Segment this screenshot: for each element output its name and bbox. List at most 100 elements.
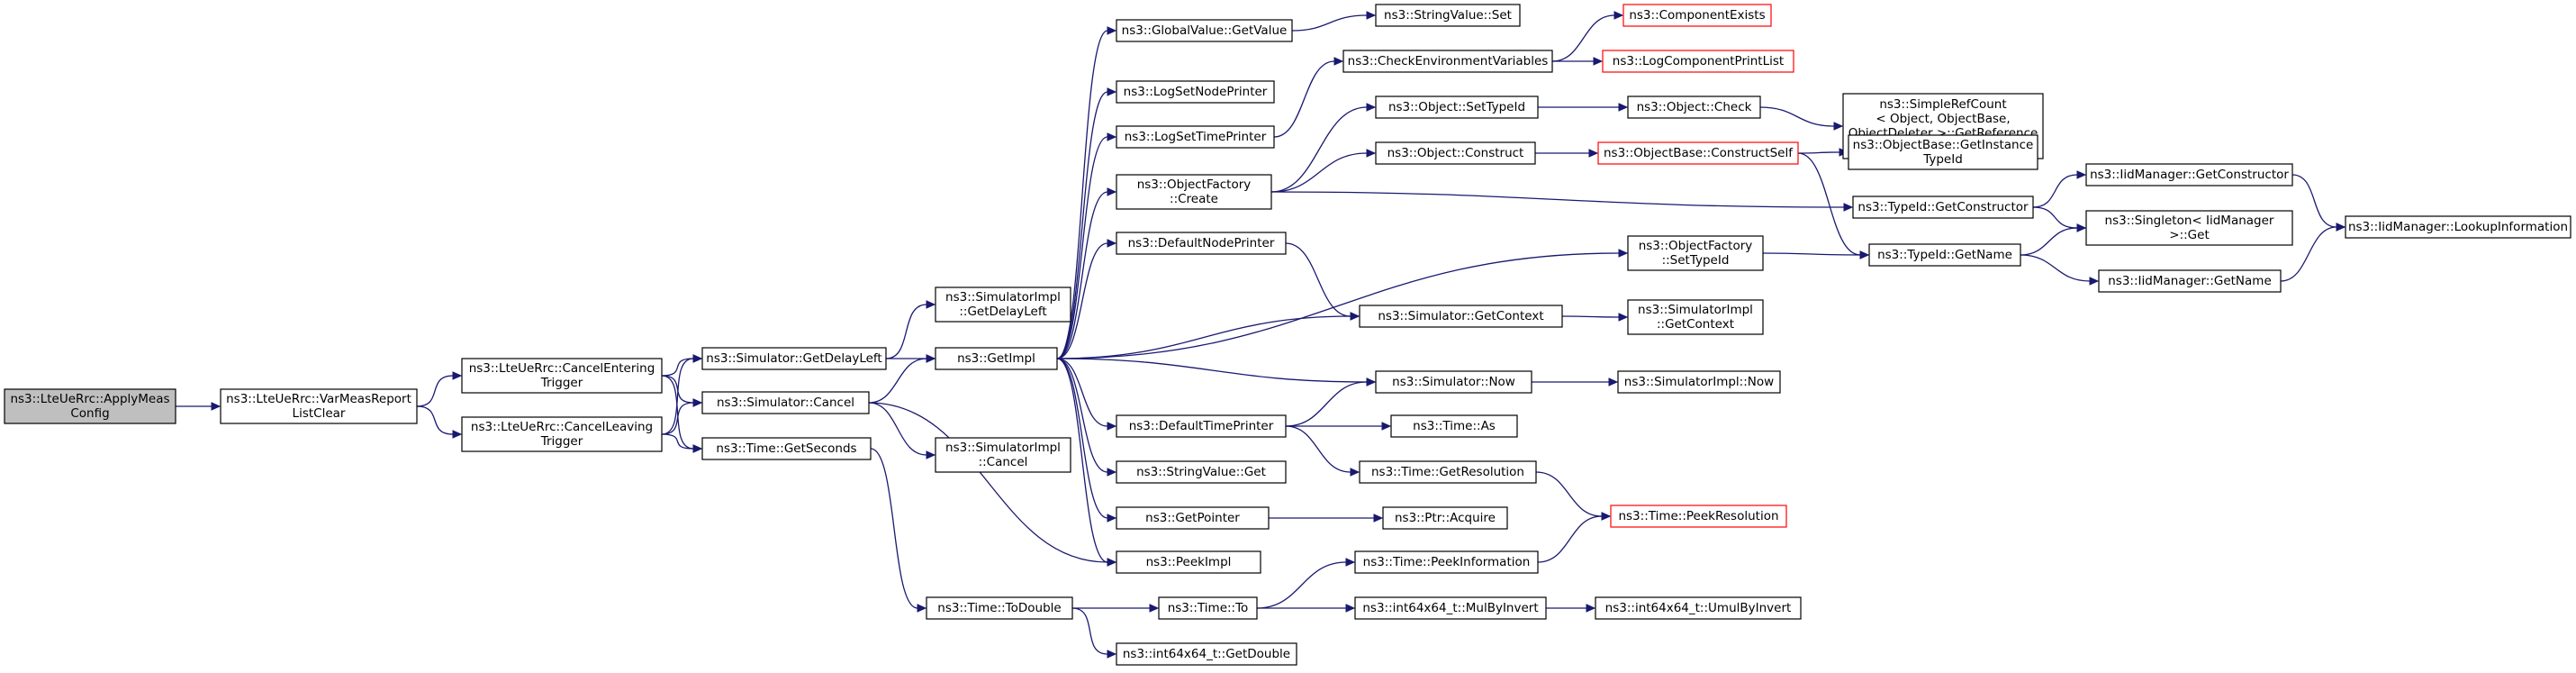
edge-arrowhead	[1107, 422, 1117, 431]
node-box	[926, 596, 1073, 620]
node-getimpl[interactable]: ns3::GetImpl	[935, 347, 1058, 370]
node-objsettypeid[interactable]: ns3::Object::SetTypeId	[1375, 95, 1539, 119]
node-box	[1116, 460, 1287, 484]
edge-line	[1273, 60, 1335, 138]
node-checkenv[interactable]: ns3::CheckEnvironmentVariables	[1342, 50, 1553, 73]
node-box	[461, 416, 663, 452]
node-typeidgetcons[interactable]: ns3::TypeId::GetConstructor	[1852, 196, 2034, 219]
node-label: ns3::StringValue::Set	[1384, 8, 1512, 23]
edge-arrowhead	[2089, 277, 2100, 286]
node-label: ns3::ComponentExists	[1629, 8, 1765, 23]
node-label: ns3::Object::Construct	[1387, 146, 1524, 160]
node-timeas[interactable]: ns3::Time::As	[1390, 414, 1518, 438]
node-iidgetcons[interactable]: ns3::IidManager::GetConstructor	[2085, 163, 2293, 186]
edge-arrowhead	[1593, 57, 1604, 66]
call-edge	[175, 402, 221, 411]
node-simcancel[interactable]: ns3::Simulator::Cancel	[701, 391, 870, 414]
edge-line	[1270, 191, 1845, 208]
node-box	[461, 358, 663, 394]
node-singleton[interactable]: ns3::Singleton< IidManager>::Get	[2085, 210, 2293, 246]
node-typeidgetname[interactable]: ns3::TypeId::GetName	[1868, 243, 2021, 267]
call-edge	[661, 375, 703, 453]
edge-line	[1056, 30, 1108, 359]
node-implgetcontext[interactable]: ns3::SimulatorImpl::GetContext	[1627, 299, 1764, 335]
node-lognode[interactable]: ns3::LogSetNodePrinter	[1116, 80, 1275, 104]
node-logcompprint[interactable]: ns3::LogComponentPrintList	[1602, 50, 1794, 73]
node-strvalset[interactable]: ns3::StringValue::Set	[1375, 4, 1521, 27]
node-globalvalue[interactable]: ns3::GlobalValue::GetValue	[1116, 19, 1293, 42]
edge-line	[1285, 242, 1351, 317]
node-umulbyinvert[interactable]: ns3::int64x64_t::UmulByInvert	[1595, 596, 1802, 620]
node-label: ns3::SimpleRefCount	[1879, 97, 2006, 112]
node-deftimeprinter[interactable]: ns3::DefaultTimePrinter	[1116, 414, 1287, 438]
node-timeto[interactable]: ns3::Time::To	[1158, 596, 1258, 620]
node-iidgetname[interactable]: ns3::IidManager::GetName	[2098, 269, 2282, 293]
edge-line	[1056, 252, 1620, 359]
call-edge	[1285, 425, 1360, 477]
node-label: Config	[70, 406, 109, 421]
node-todouble[interactable]: ns3::Time::ToDouble	[926, 596, 1073, 620]
node-constructself[interactable]: ns3::ObjectBase::ConstructSelf	[1597, 141, 1799, 165]
node-box	[2345, 215, 2571, 239]
edge-arrowhead	[1608, 377, 1619, 387]
node-peekinfo[interactable]: ns3::Time::PeekInformation	[1354, 550, 1539, 574]
node-objfactcreate[interactable]: ns3::ObjectFactory::Create	[1116, 174, 1272, 210]
node-label: ns3::Simulator::Now	[1392, 375, 1515, 389]
call-edge	[868, 402, 936, 459]
node-getpointer[interactable]: ns3::GetPointer	[1116, 506, 1270, 530]
call-edge	[661, 433, 703, 453]
node-objcheck[interactable]: ns3::Object::Check	[1627, 95, 1761, 119]
node-objconstruct[interactable]: ns3::Object::Construct	[1375, 141, 1536, 165]
node-label: ns3::Ptr::Acquire	[1395, 511, 1496, 525]
node-compexists[interactable]: ns3::ComponentExists	[1622, 4, 1772, 27]
node-simgetcontext[interactable]: ns3::Simulator::GetContext	[1359, 305, 1563, 328]
node-implgetdelay[interactable]: ns3::SimulatorImpl::GetDelayLeft	[935, 286, 1071, 323]
node-box	[1610, 505, 1787, 528]
node-timegetres[interactable]: ns3::Time::GetResolution	[1359, 460, 1537, 484]
node-box	[1597, 141, 1799, 165]
node-simnow[interactable]: ns3::Simulator::Now	[1375, 370, 1532, 394]
node-iidlookup[interactable]: ns3::IidManager::LookupInformation	[2345, 215, 2571, 239]
node-getdelayleft[interactable]: ns3::Simulator::GetDelayLeft	[701, 347, 887, 370]
edge-arrowhead	[1613, 11, 1624, 20]
node-getdouble[interactable]: ns3::int64x64_t::GetDouble	[1116, 642, 1297, 666]
edge-arrowhead	[1381, 422, 1392, 431]
call-edge	[1056, 358, 1117, 567]
call-edge	[1056, 249, 1629, 359]
edge-line	[416, 375, 454, 407]
node-box	[1359, 460, 1537, 484]
node-label: ns3::LogSetNodePrinter	[1124, 85, 1268, 99]
node-label: ns3::Time::PeekResolution	[1618, 509, 1778, 523]
node-ptracquire[interactable]: ns3::Ptr::Acquire	[1382, 506, 1508, 530]
node-implcancel[interactable]: ns3::SimulatorImpl::Cancel	[935, 437, 1071, 473]
edge-line	[1056, 242, 1108, 359]
edge-arrowhead	[2076, 170, 2087, 179]
node-box	[1116, 80, 1275, 104]
node-peekimpl[interactable]: ns3::PeekImpl	[1116, 550, 1261, 574]
edge-line	[416, 405, 454, 435]
node-box	[1354, 550, 1539, 574]
node-box	[1382, 506, 1508, 530]
node-objfactsettypeid[interactable]: ns3::ObjectFactory::SetTypeId	[1627, 235, 1764, 271]
call-edge	[1056, 358, 1117, 477]
call-edge	[1256, 604, 1356, 613]
call-edge	[1561, 313, 1629, 322]
node-strvalget[interactable]: ns3::StringValue::Get	[1116, 460, 1287, 484]
edge-arrowhead	[1586, 604, 1596, 613]
edge-arrowhead	[1149, 604, 1160, 613]
call-nodes: ns3::LteUeRrc::ApplyMeasConfigns3::LteUe…	[4, 4, 2571, 666]
node-peekres[interactable]: ns3::Time::PeekResolution	[1610, 505, 1787, 528]
node-mulbyinvert[interactable]: ns3::int64x64_t::MulByInvert	[1354, 596, 1547, 620]
node-getseconds[interactable]: ns3::Time::GetSeconds	[701, 437, 872, 460]
edge-line	[1797, 152, 1861, 256]
node-box	[1627, 299, 1764, 335]
node-logtime[interactable]: ns3::LogSetTimePrinter	[1116, 125, 1275, 149]
node-box	[2085, 210, 2293, 246]
node-implnow[interactable]: ns3::SimulatorImpl::Now	[1617, 370, 1781, 394]
call-edge	[1056, 26, 1117, 359]
node-defnodeprinter[interactable]: ns3::DefaultNodePrinter	[1116, 232, 1287, 255]
